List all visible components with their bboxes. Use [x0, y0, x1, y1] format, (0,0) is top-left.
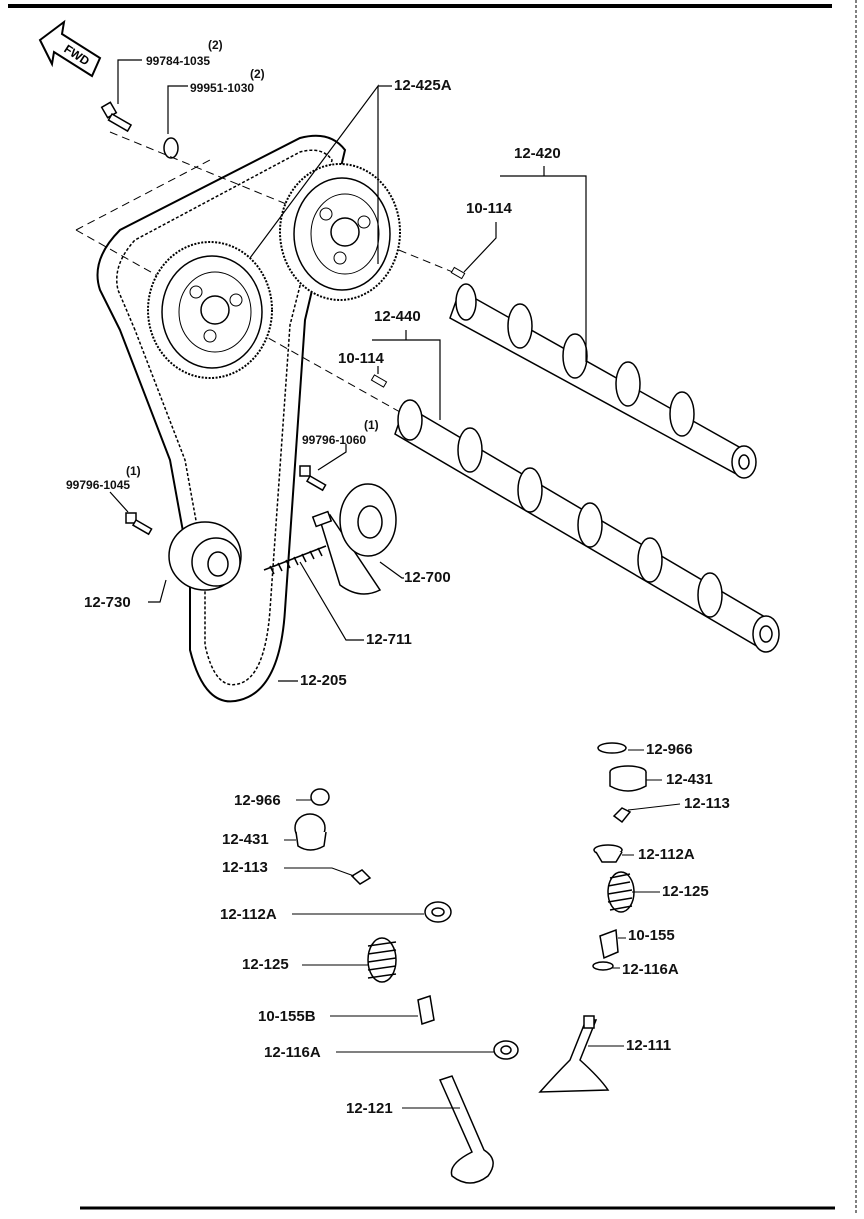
part-12-112A-left: 12-112A	[220, 906, 277, 923]
valve-right-icon	[538, 1019, 610, 1093]
cam-pulley-right-icon	[279, 163, 401, 301]
valve-key-right-icon	[612, 807, 632, 824]
fwd-arrow-icon: FWD	[38, 19, 102, 78]
part-12-420: 12-420	[514, 145, 561, 162]
valve-seal-right-icon	[597, 742, 627, 754]
part-99951-1030: 99951-1030	[190, 81, 255, 95]
part-12-125-right: 12-125	[662, 883, 709, 900]
tappet-left-icon	[294, 813, 327, 851]
part-99784-1035: 99784-1035	[146, 54, 211, 68]
camshaft-lower-icon	[394, 399, 780, 653]
part-12-116A-left: 12-116A	[264, 1044, 321, 1061]
part-12-125-left: 12-125	[242, 956, 289, 973]
camshaft-upper-icon	[449, 283, 757, 479]
part-12-113-right: 12-113	[684, 795, 730, 812]
qty-99796-1060: (1)	[364, 418, 379, 432]
qty-99951: (2)	[250, 67, 265, 81]
part-12-730: 12-730	[84, 594, 131, 611]
qty-99784: (2)	[208, 38, 223, 52]
part-12-111: 12-111	[626, 1037, 672, 1054]
part-10-114-lower: 10-114	[338, 350, 384, 367]
part-12-121: 12-121	[346, 1100, 393, 1117]
part-10-155B: 10-155B	[258, 1008, 316, 1025]
valve-seal-left-icon	[310, 788, 330, 806]
valve-spring-right-icon	[607, 871, 635, 913]
retainer-left-icon	[424, 901, 452, 923]
valve-seat-left-icon	[493, 1040, 519, 1060]
bolt-99796-1045-icon	[125, 512, 153, 536]
tensioner-icon	[311, 483, 397, 595]
part-12-205: 12-205	[300, 672, 347, 689]
cam-pulley-left-icon	[147, 241, 273, 379]
part-12-966-left: 12-966	[234, 792, 281, 809]
idler-pulley-icon	[168, 521, 242, 591]
part-12-966-right: 12-966	[646, 741, 693, 758]
part-12-431-right: 12-431	[666, 771, 713, 788]
tappet-right-icon	[609, 765, 647, 792]
washer-99951-icon	[163, 137, 179, 159]
part-12-425A: 12-425A	[394, 77, 452, 94]
qty-99796-1045: (1)	[126, 464, 141, 478]
bolt-99784-icon	[100, 101, 133, 133]
part-10-155-right: 10-155	[628, 927, 675, 944]
part-12-711: 12-711	[366, 631, 412, 648]
timing-belt-icon	[96, 134, 347, 703]
valve-key-left-icon	[350, 869, 372, 885]
valve-guide-right-icon	[599, 928, 619, 960]
valve-left-icon	[438, 1075, 494, 1184]
part-12-700: 12-700	[404, 569, 451, 586]
valve-guide-left-icon	[417, 995, 435, 1025]
part-12-440: 12-440	[374, 308, 421, 325]
part-10-114-upper: 10-114	[466, 200, 512, 217]
valve-seat-right-icon	[592, 961, 614, 971]
retainer-right-icon	[593, 844, 623, 863]
bolt-99796-1060-icon	[299, 465, 327, 492]
part-12-431-left: 12-431	[222, 831, 269, 848]
valve-spring-left-icon	[367, 937, 397, 983]
part-99796-1045: 99796-1045	[66, 478, 131, 492]
tensioner-spring-icon	[263, 545, 327, 575]
pin-upper-icon	[450, 266, 466, 280]
part-12-113-left: 12-113	[222, 859, 268, 876]
part-12-116A-right: 12-116A	[622, 961, 679, 978]
part-99796-1060: 99796-1060	[302, 433, 367, 447]
part-12-112A-right: 12-112A	[638, 846, 695, 863]
pin-lower-icon	[370, 374, 388, 388]
